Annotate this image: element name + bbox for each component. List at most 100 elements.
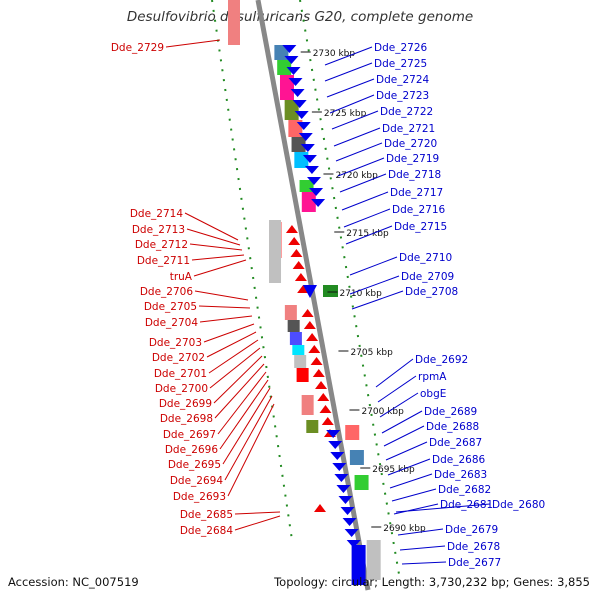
forward-gene-arrow <box>311 199 326 207</box>
map-title: Desulfovibrio desulfuricans G20, complet… <box>126 9 474 25</box>
reverse-gene-block <box>287 320 300 332</box>
forward-gene-block <box>354 475 369 490</box>
right-gene-leader <box>385 441 428 461</box>
forward-gene-block <box>323 285 338 297</box>
right-gene-leader <box>379 392 419 418</box>
left-gene-leader <box>191 254 245 261</box>
reverse-gene-block <box>306 420 319 433</box>
left-gene-label: Dde_2697 <box>163 429 216 441</box>
forward-gene-arrow <box>336 485 351 493</box>
forward-gene-arrow <box>332 463 347 471</box>
right-gene-leader <box>341 191 389 211</box>
right-gene-label: Dde_2692 <box>415 354 468 366</box>
left-gene-leader <box>214 363 265 419</box>
right-gene-leader <box>395 503 491 513</box>
right-gene-leader <box>345 225 393 245</box>
forward-gene-block <box>345 425 360 440</box>
right-gene-label: Dde_2717 <box>390 187 443 199</box>
right-gene-label: Dde_2682 <box>438 484 491 496</box>
topology-text: Topology: circular; Length: 3,730,232 bp… <box>274 575 590 589</box>
forward-gene-arrow <box>286 67 301 75</box>
right-gene-leader <box>377 375 417 403</box>
left-gene-leader <box>213 355 263 404</box>
reverse-gene-block <box>228 0 240 45</box>
reverse-gene-arrow <box>285 225 298 233</box>
right-gene-label: Dde_2715 <box>394 221 447 233</box>
genome-backbone <box>255 0 371 591</box>
accession-text: Accession: NC_007519 <box>8 575 139 589</box>
forward-gene-block <box>301 192 316 212</box>
right-gene-label: rpmA <box>418 371 447 383</box>
reverse-gene-arrow <box>292 261 305 269</box>
left-gene-label: Dde_2712 <box>135 239 188 251</box>
kbp-scale-label: 2730 kbp <box>313 49 356 59</box>
reverse-gene-block <box>296 368 309 382</box>
right-gene-leader <box>324 62 373 82</box>
kbp-scale-label: 2695 kbp <box>372 465 415 475</box>
forward-gene-arrow <box>328 441 343 449</box>
left-gene-leader <box>209 347 261 389</box>
right-gene-leader <box>335 142 383 162</box>
left-gene-leader <box>234 511 281 515</box>
left-gene-leader <box>184 212 239 241</box>
right-gene-label: Dde_2722 <box>380 106 433 118</box>
forward-gene-block <box>366 540 381 580</box>
left-gene-label: Dde_2711 <box>137 255 190 267</box>
forward-gene-arrow <box>300 144 315 152</box>
reverse-gene-arrow <box>288 237 301 245</box>
reverse-gene-block <box>284 305 297 320</box>
right-gene-leader <box>381 410 423 434</box>
forward-gene-arrow <box>282 45 297 53</box>
reverse-gene-arrow <box>294 273 307 281</box>
left-gene-label: Dde_2684 <box>180 525 234 537</box>
right-gene-leader <box>329 94 375 114</box>
left-gene-label: Dde_2714 <box>130 208 184 220</box>
forward-gene-block <box>349 450 364 465</box>
forward-gene-arrow <box>309 188 324 196</box>
reverse-gene-arrow <box>306 333 319 341</box>
forward-gene-arrow <box>346 540 361 548</box>
forward-gene-block <box>284 100 299 120</box>
left-gene-leader <box>186 228 241 246</box>
left-gene-label: Dde_2729 <box>111 42 164 54</box>
reverse-gene-arrow <box>314 504 326 512</box>
right-gene-leader <box>349 275 400 295</box>
right-gene-leader <box>399 545 446 551</box>
forward-gene-arrow <box>342 518 357 526</box>
right-gene-leader <box>393 503 439 515</box>
right-gene-label: Dde_2725 <box>374 58 427 70</box>
forward-gene-arrow <box>344 529 359 537</box>
forward-gene-arrow <box>338 496 353 504</box>
forward-gene-arrow <box>290 89 305 97</box>
left-gene-label: Dde_2702 <box>152 352 205 364</box>
right-gene-leader <box>324 46 373 66</box>
right-gene-label: Dde_2687 <box>429 437 482 449</box>
right-gene-label: Dde_2689 <box>424 406 477 418</box>
forward-gene-arrow <box>334 474 349 482</box>
right-gene-leader <box>397 528 444 536</box>
forward-gene-arrow <box>326 430 341 438</box>
right-gene-label: Dde_2683 <box>434 469 487 481</box>
left-gene-label: Dde_2685 <box>180 509 233 521</box>
right-gene-label: Dde_2720 <box>384 138 437 150</box>
reverse-gene-block <box>301 395 314 415</box>
right-gene-leader <box>383 425 425 447</box>
forward-gene-block <box>277 60 292 75</box>
left-gene-leader <box>193 259 247 277</box>
right-gene-label: Dde_2721 <box>382 123 435 135</box>
forward-gene-arrow <box>288 78 303 86</box>
right-gene-label: Dde_2680 <box>492 499 545 511</box>
left-gene-leader <box>206 331 257 358</box>
reverse-gene-arrow <box>317 393 330 401</box>
left-gene-leader <box>217 371 267 435</box>
right-gene-leader <box>375 358 414 388</box>
forward-gene-arrow <box>294 111 309 119</box>
left-gene-leader <box>198 305 251 309</box>
right-gene-label: obgE <box>420 388 446 400</box>
forward-gene-arrow <box>298 133 313 141</box>
forward-gene-arrow <box>307 177 321 185</box>
kbp-scale-label: 2710 kbp <box>339 289 382 299</box>
kbp-scale-label: 2690 kbp <box>383 524 426 534</box>
forward-gene-arrow <box>302 155 317 163</box>
reverse-gene-arrow <box>290 249 303 257</box>
